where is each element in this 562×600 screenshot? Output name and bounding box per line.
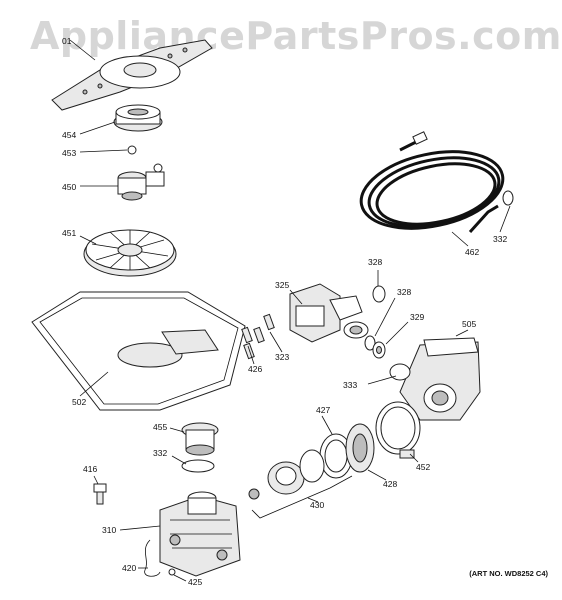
clamp-452[interactable]: 452 xyxy=(375,401,430,472)
filter-cup[interactable]: 455 xyxy=(153,422,219,456)
label-452: 452 xyxy=(416,462,430,472)
label-328-upper: 328 xyxy=(368,257,382,267)
label-502: 502 xyxy=(72,397,86,407)
bolt[interactable]: 416 xyxy=(83,464,107,505)
label-310: 310 xyxy=(102,525,116,535)
watermark: AppliancePartsPros.com xyxy=(30,14,562,58)
label-329: 329 xyxy=(410,312,424,322)
drain-valve[interactable]: 325 xyxy=(275,280,369,343)
drain-hose[interactable]: 462 xyxy=(354,131,510,257)
label-505: 505 xyxy=(462,319,476,329)
label-453: 453 xyxy=(62,148,76,158)
tube-assembly[interactable]: 450 xyxy=(62,163,165,201)
label-333: 333 xyxy=(343,380,357,390)
label-430: 430 xyxy=(310,500,324,510)
clamp-left[interactable]: 332 xyxy=(153,448,215,473)
washer[interactable]: 329 xyxy=(372,312,424,359)
label-328-lower: 328 xyxy=(397,287,411,297)
drain-housing[interactable]: 505 xyxy=(389,319,481,421)
gasket-lower[interactable]: 328 xyxy=(364,287,411,351)
o-ring[interactable]: 453 xyxy=(62,145,137,158)
label-427: 427 xyxy=(316,405,330,415)
spray-arm-hub[interactable]: 454 xyxy=(62,104,163,140)
label-332-left: 332 xyxy=(153,448,167,458)
label-450: 450 xyxy=(62,182,76,192)
art-number: (ART NO. WD8252 C4) xyxy=(469,569,548,578)
sump-pan[interactable]: 502 xyxy=(31,291,246,411)
gasket-428[interactable]: 428 xyxy=(345,423,397,489)
label-426: 426 xyxy=(248,364,262,374)
label-428: 428 xyxy=(383,479,397,489)
clamp-333[interactable]: 333 xyxy=(343,375,397,390)
gasket-upper[interactable]: 328 xyxy=(368,257,386,303)
label-325: 325 xyxy=(275,280,289,290)
label-454: 454 xyxy=(62,130,76,140)
spray-arm[interactable]: 01 xyxy=(51,36,213,111)
label-425: 425 xyxy=(188,577,202,587)
label-462: 462 xyxy=(465,247,479,257)
screw[interactable]: 425 xyxy=(168,568,202,587)
filter-disc[interactable]: 451 xyxy=(62,228,177,277)
label-332-right: 332 xyxy=(493,234,507,244)
label-323: 323 xyxy=(275,352,289,362)
screws-426[interactable]: 426 xyxy=(241,326,263,374)
wire-harness[interactable]: 420 xyxy=(122,539,161,577)
label-01: 01 xyxy=(62,36,72,46)
label-420: 420 xyxy=(122,563,136,573)
label-455: 455 xyxy=(153,422,167,432)
impeller-group[interactable]: 430 xyxy=(248,449,353,519)
label-451: 451 xyxy=(62,228,76,238)
clamp-right[interactable]: 332 xyxy=(493,190,514,244)
valve-screws[interactable]: 323 xyxy=(253,313,290,362)
label-416: 416 xyxy=(83,464,97,474)
pump-motor[interactable]: 310 xyxy=(102,491,241,577)
